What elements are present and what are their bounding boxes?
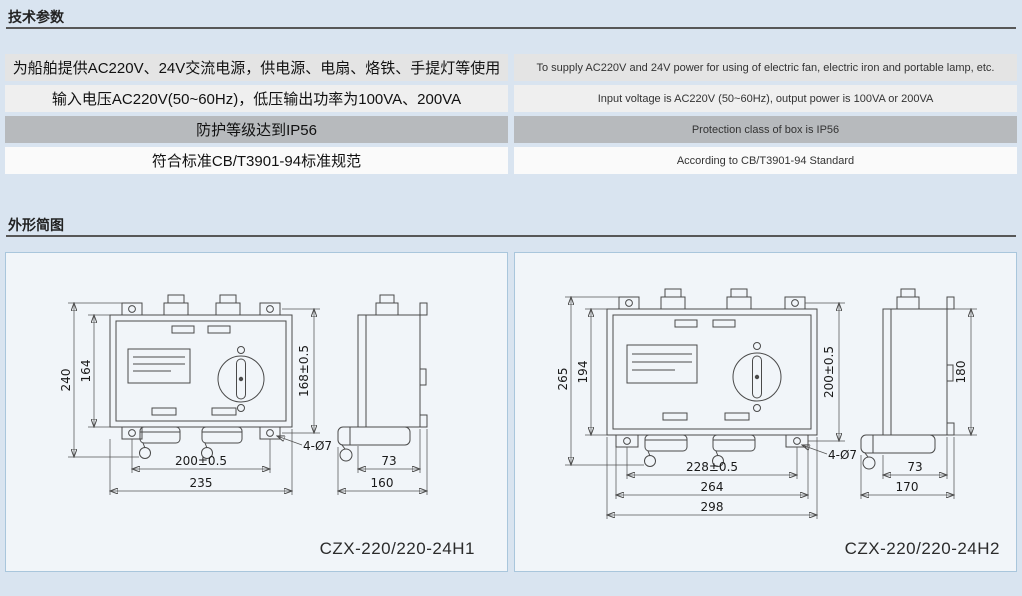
outline-panel-h2: 194 265 200±0.5 4-Ø7 228±0.5 264 298 — [514, 252, 1017, 572]
spec-row-3-en: Protection class of box is IP56 — [514, 116, 1017, 143]
spec-row-2-zh: 输入电压AC220V(50~60Hz)，低压输出功率为100VA、200VA — [5, 85, 508, 112]
outline-panel-h1: 164 240 168±0.5 4-Ø7 200±0.5 235 — [5, 252, 508, 572]
spec-row-3-zh: 防护等级达到IP56 — [5, 116, 508, 143]
spec-row-4-en: According to CB/T3901-94 Standard — [514, 147, 1017, 174]
section-rule — [6, 235, 1016, 237]
dim-front-height-inner: 194 — [576, 361, 590, 384]
dim-side-depth-body: 73 — [381, 454, 396, 468]
side-view — [860, 288, 955, 470]
dim-front-height-inner: 164 — [79, 360, 93, 383]
dim-side-depth-body: 73 — [907, 460, 922, 474]
section-rule — [6, 27, 1016, 29]
spec-row-1-zh: 为船舶提供AC220V、24V交流电源，供电源、电扇、烙铁、手提灯等使用 — [5, 54, 508, 81]
dim-hole-note: 4-Ø7 — [828, 448, 857, 462]
spec-row-2-en: Input voltage is AC220V (50~60Hz), outpu… — [514, 85, 1017, 112]
dim-front-height-outer: 265 — [556, 368, 570, 391]
front-view — [109, 294, 293, 459]
dim-side-depth-outer: 170 — [896, 480, 919, 494]
model-label-h1: CZX-220/220-24H1 — [319, 539, 475, 558]
section-title-outline: 外形简图 — [8, 217, 64, 233]
dim-front-width-outer: 235 — [190, 476, 213, 490]
outline-drawing-h1: 164 240 168±0.5 4-Ø7 200±0.5 235 — [59, 294, 509, 495]
side-dimensions: 73 160 — [338, 429, 427, 495]
section-title-tech-params: 技术参数 — [8, 9, 64, 25]
spec-row-4-zh: 符合标准CB/T3901-94标准规范 — [5, 147, 508, 174]
dim-side-height: 180 — [954, 361, 968, 384]
model-label-h2: CZX-220/220-24H2 — [844, 539, 1000, 558]
dim-side-depth-outer: 160 — [371, 476, 394, 490]
dim-hole-note: 4-Ø7 — [303, 439, 332, 453]
dim-front-height-holes: 168±0.5 — [297, 345, 311, 397]
dim-front-width-holes: 228±0.5 — [686, 460, 738, 474]
spec-table: 为船舶提供AC220V、24V交流电源，供电源、电扇、烙铁、手提灯等使用 To … — [5, 54, 1017, 174]
side-dimensions: 73 170 180 — [861, 309, 977, 499]
dim-front-height-holes: 200±0.5 — [822, 346, 836, 398]
side-view — [337, 294, 428, 462]
dim-front-width-holes: 200±0.5 — [175, 454, 227, 468]
dim-front-width-mid: 264 — [701, 480, 724, 494]
dim-front-width-outer: 298 — [701, 500, 724, 514]
outline-drawing-h2: 194 265 200±0.5 4-Ø7 228±0.5 264 298 — [556, 288, 977, 519]
front-view — [606, 288, 818, 467]
front-dimensions: 194 265 200±0.5 4-Ø7 228±0.5 264 298 — [556, 297, 857, 519]
spec-row-1-en: To supply AC220V and 24V power for using… — [514, 54, 1017, 81]
front-dimensions: 164 240 168±0.5 4-Ø7 200±0.5 235 — [59, 303, 332, 495]
dim-front-height-outer: 240 — [59, 369, 73, 392]
